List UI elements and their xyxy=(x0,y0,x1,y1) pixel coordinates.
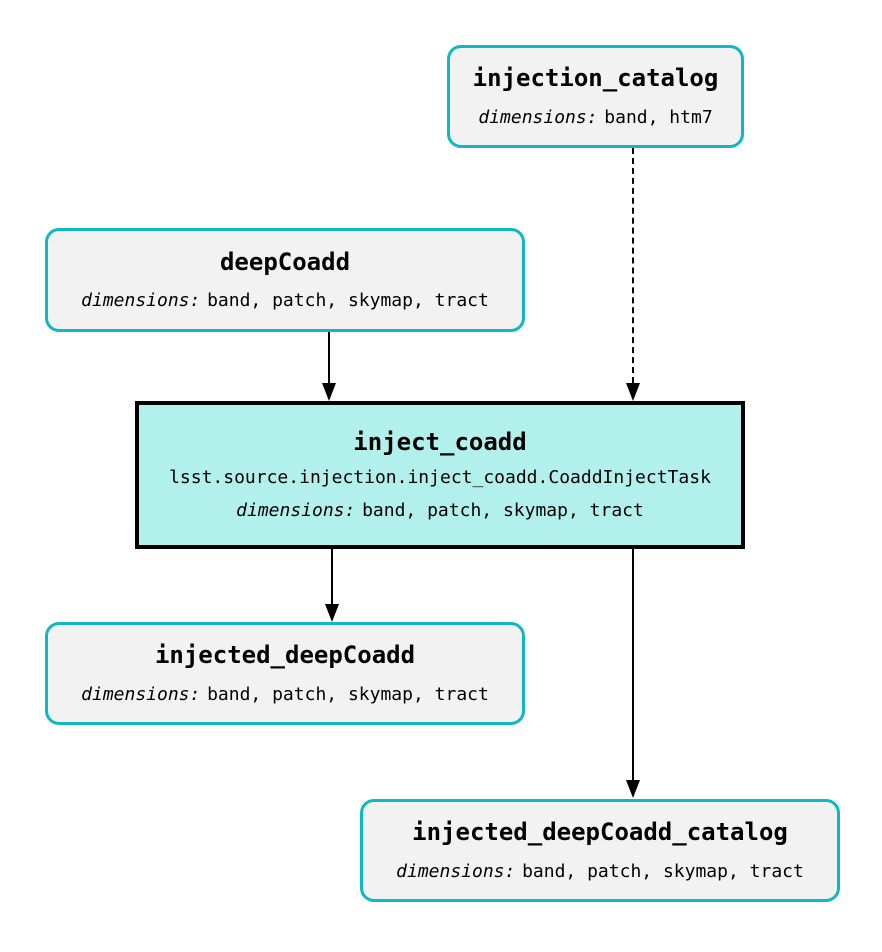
dataset-title: injected_deepCoadd_catalog xyxy=(412,818,788,847)
dimensions-value: band, patch, skymap, tract xyxy=(207,290,489,312)
dimensions-label: dimensions: xyxy=(478,106,598,128)
dataset-dimensions-line: dimensions: band, htm7 xyxy=(478,106,713,128)
dataset-dimensions-line: dimensions: band, patch, skymap, tract xyxy=(81,291,489,311)
dimensions-value: band, htm7 xyxy=(604,106,713,128)
arrowhead-down-icon xyxy=(626,780,640,798)
dataset-title: injected_deepCoadd xyxy=(154,641,416,670)
arrowhead-down-icon xyxy=(626,383,640,401)
dataset-node-deepCoadd: deepCoadd dimensions: band, patch, skymap… xyxy=(45,228,525,332)
edge-inject-coadd-to-injected-deepCoadd xyxy=(331,549,333,604)
dataset-node-injected-deepCoadd: injected_deepCoadd dimensions: band, patc… xyxy=(45,622,525,725)
dimensions-label: dimensions: xyxy=(236,500,356,522)
dataset-node-injection-catalog: injection_catalog dimensions: band, htm7 xyxy=(447,45,744,148)
dataset-title: injection_catalog xyxy=(472,64,719,93)
dimensions-label: dimensions: xyxy=(81,290,201,312)
dataset-title: deepCoadd xyxy=(219,247,351,276)
edge-deepCoadd-to-inject-coadd xyxy=(328,332,330,383)
edge-inject-coadd-to-injected-deepCoadd-catalog xyxy=(632,549,634,780)
dataset-dimensions-line: dimensions: band, patch, skymap, tract xyxy=(396,860,804,882)
edge-injection-catalog-to-inject-coadd xyxy=(632,148,634,383)
task-dimensions-line: dimensions: band, patch, skymap, tract xyxy=(236,501,644,521)
dimensions-label: dimensions: xyxy=(396,860,516,882)
task-class-path: lsst.source.injection.inject_coadd.Coadd… xyxy=(169,467,711,489)
task-node-inject-coadd: inject_coadd lsst.source.injection.injec… xyxy=(135,401,745,549)
arrowhead-down-icon xyxy=(322,383,336,401)
dimensions-value: band, patch, skymap, tract xyxy=(362,500,644,522)
dataset-node-injected-deepCoadd-catalog: injected_deepCoadd_catalog dimensions: ba… xyxy=(360,799,840,902)
task-title: inject_coadd xyxy=(353,428,527,456)
arrowhead-down-icon xyxy=(325,604,339,622)
dimensions-value: band, patch, skymap, tract xyxy=(207,683,489,705)
dataset-dimensions-line: dimensions: band, patch, skymap, tract xyxy=(81,683,489,705)
dimensions-value: band, patch, skymap, tract xyxy=(522,860,804,882)
dimensions-label: dimensions: xyxy=(81,683,201,705)
